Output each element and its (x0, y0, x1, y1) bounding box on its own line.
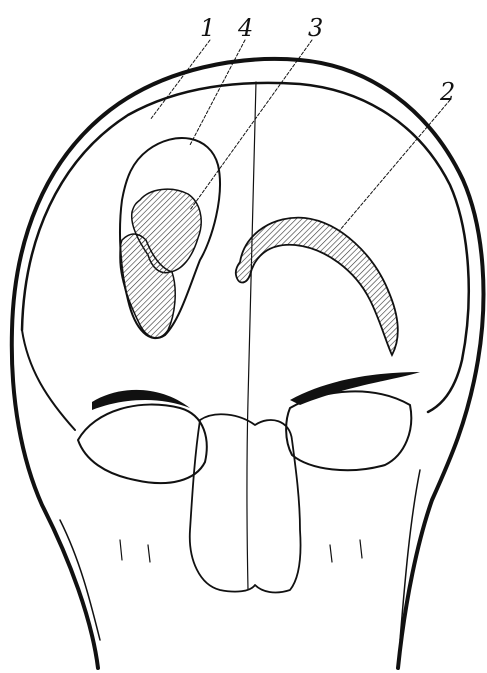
temporal-contour-left (22, 330, 75, 430)
midline (247, 82, 256, 590)
tooth-marks (120, 540, 362, 562)
maxilla-outline (60, 520, 100, 640)
label-1: 1 (200, 14, 215, 42)
label-2: 2 (439, 78, 455, 106)
label-4: 4 (237, 14, 253, 42)
right-orbit (286, 391, 411, 470)
label-3: 3 (308, 14, 323, 42)
left-orbit (78, 405, 207, 484)
region-2-crescent (236, 218, 398, 355)
